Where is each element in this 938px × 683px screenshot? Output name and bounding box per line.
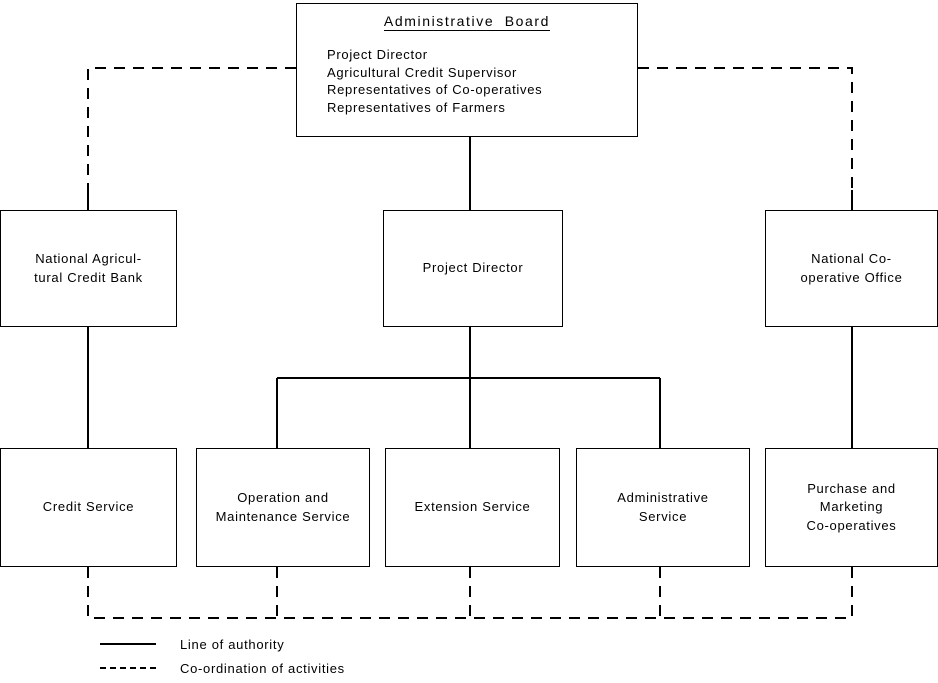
node-credit-service[interactable]: Credit Service [0, 448, 177, 567]
cooperative-office-label-line-2: operative Office [800, 269, 903, 285]
dashed-bottom-coordination-ring [87, 567, 853, 619]
node-national-agricultural-credit-bank[interactable]: National Agricul- tural Credit Bank [0, 210, 177, 327]
extension-service-label: Extension Service [414, 499, 531, 515]
legend: Line of authority Co-ordination of activ… [100, 632, 345, 680]
administrative-service-label-line-2: Service [638, 508, 688, 524]
administrative-board-title: Administrative Board [383, 13, 551, 31]
dashed-line-swatch-icon [100, 667, 156, 669]
node-national-cooperative-office[interactable]: National Co- operative Office [765, 210, 938, 327]
credit-bank-label-line-1: National Agricul- [35, 251, 142, 267]
operation-service-label-line-1: Operation and [237, 490, 329, 506]
legend-label-coordination-of-activities: Co-ordination of activities [180, 660, 345, 676]
dashed-board-right-to-cooperative-office [638, 67, 853, 210]
node-extension-service[interactable]: Extension Service [385, 448, 560, 567]
purchase-cooperatives-label-line-1: Purchase and [807, 480, 896, 496]
administrative-service-label-line-1: Administrative [617, 490, 709, 506]
administrative-board-members: Project Director Agricultural Credit Sup… [327, 46, 637, 117]
legend-item-line-of-authority: Line of authority [100, 632, 345, 656]
dashed-board-left-to-credit-bank [87, 67, 296, 210]
board-member-1: Project Director [327, 46, 428, 62]
credit-bank-label-line-2: tural Credit Bank [34, 269, 143, 285]
node-project-director[interactable]: Project Director [383, 210, 563, 327]
purchase-cooperatives-label-line-3: Co-operatives [806, 517, 897, 533]
node-operation-and-maintenance-service[interactable]: Operation and Maintenance Service [196, 448, 370, 567]
purchase-cooperatives-label-line-2: Marketing [819, 499, 884, 515]
solid-line-swatch-icon [100, 643, 156, 645]
node-administrative-service[interactable]: Administrative Service [576, 448, 750, 567]
operation-service-label-line-2: Maintenance Service [215, 508, 351, 524]
legend-item-coordination-of-activities: Co-ordination of activities [100, 656, 345, 680]
legend-label-line-of-authority: Line of authority [180, 636, 285, 652]
cooperative-office-label-line-1: National Co- [811, 251, 892, 267]
board-member-2: Agricultural Credit Supervisor [327, 64, 518, 80]
credit-service-label: Credit Service [42, 499, 135, 515]
node-administrative-board[interactable]: Administrative Board Project Director Ag… [296, 3, 638, 137]
board-member-4: Representatives of Farmers [327, 99, 506, 115]
board-member-3: Representatives of Co-operatives [327, 82, 543, 98]
node-purchase-and-marketing-cooperatives[interactable]: Purchase and Marketing Co-operatives [765, 448, 938, 567]
project-director-label: Project Director [422, 260, 524, 276]
